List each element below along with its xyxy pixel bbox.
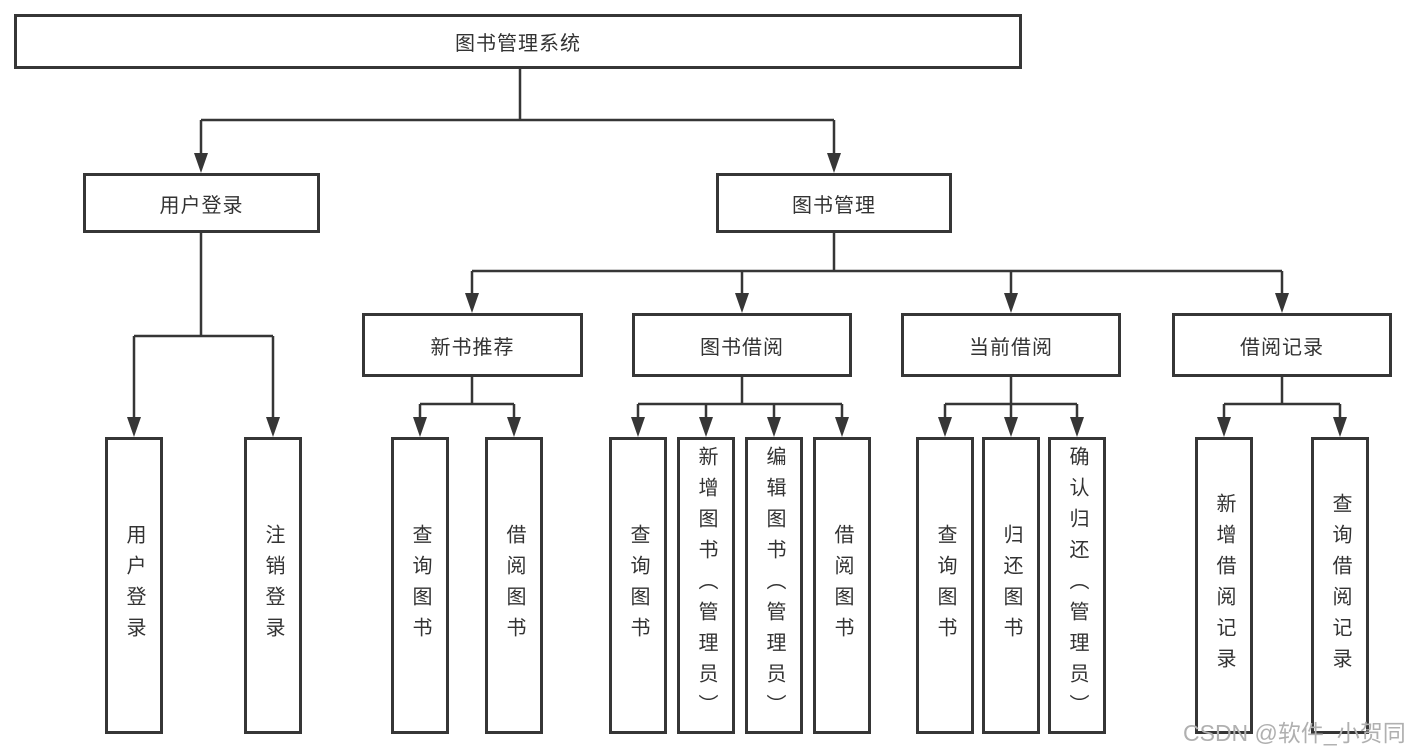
leaf-label: 查询图书 — [934, 523, 956, 648]
node-user-login: 用户登录 — [83, 173, 320, 233]
arrow-icon — [413, 417, 427, 437]
leaf-query-books-3: 查询图书 — [916, 437, 974, 734]
watermark: CSDN @软件_小贺同学 — [1183, 720, 1405, 746]
arrow-icon — [194, 153, 208, 173]
leaf-query-books-2: 查询图书 — [609, 437, 667, 734]
arrowheads — [127, 153, 1347, 437]
leaf-label: 查询借阅记录 — [1329, 492, 1351, 679]
leaf-label: 编辑图书（管理员） — [763, 446, 785, 725]
leaf-label: 查询图书 — [627, 523, 649, 648]
leaf-add-books-admin: 新增图书（管理员） — [677, 437, 735, 734]
arrow-icon — [1004, 293, 1018, 313]
arrow-icon — [827, 153, 841, 173]
leaf-logout: 注销登录 — [244, 437, 302, 734]
leaf-label: 归还图书 — [1000, 523, 1022, 648]
node-borrow-records: 借阅记录 — [1172, 313, 1392, 377]
arrow-icon — [266, 417, 280, 437]
node-book-management: 图书管理 — [716, 173, 952, 233]
leaf-borrow-books-2: 借阅图书 — [813, 437, 871, 734]
arrow-icon — [735, 293, 749, 313]
node-root: 图书管理系统 — [14, 14, 1022, 69]
arrow-icon — [127, 417, 141, 437]
arrow-icon — [465, 293, 479, 313]
arrow-icon — [1275, 293, 1289, 313]
leaf-query-borrow-record: 查询借阅记录 — [1311, 437, 1369, 734]
arrow-icon — [631, 417, 645, 437]
leaf-label: 用户登录 — [123, 523, 145, 648]
leaf-label: 新增借阅记录 — [1213, 492, 1235, 679]
arrow-icon — [938, 417, 952, 437]
node-new-book-recommend: 新书推荐 — [362, 313, 583, 377]
arrow-icon — [699, 417, 713, 437]
leaf-label: 注销登录 — [262, 523, 284, 648]
leaf-label: 借阅图书 — [503, 523, 525, 648]
leaf-return-books: 归还图书 — [982, 437, 1040, 734]
arrow-icon — [1217, 417, 1231, 437]
leaf-user-login: 用户登录 — [105, 437, 163, 734]
node-book-borrow: 图书借阅 — [632, 313, 852, 377]
leaf-borrow-books-1: 借阅图书 — [485, 437, 543, 734]
leaf-label: 新增图书（管理员） — [695, 446, 717, 725]
leaf-add-borrow-record: 新增借阅记录 — [1195, 437, 1253, 734]
leaf-confirm-return-admin: 确认归还（管理员） — [1048, 437, 1106, 734]
arrow-icon — [507, 417, 521, 437]
arrow-icon — [1070, 417, 1084, 437]
arrow-icon — [1333, 417, 1347, 437]
leaf-query-books-1: 查询图书 — [391, 437, 449, 734]
leaf-label: 查询图书 — [409, 523, 431, 648]
arrow-icon — [767, 417, 781, 437]
node-current-borrow: 当前借阅 — [901, 313, 1121, 377]
leaf-edit-books-admin: 编辑图书（管理员） — [745, 437, 803, 734]
arrow-icon — [835, 417, 849, 437]
tree-edges — [132, 69, 1342, 422]
leaf-label: 确认归还（管理员） — [1066, 446, 1088, 725]
leaf-label: 借阅图书 — [831, 523, 853, 648]
arrow-icon — [1004, 417, 1018, 437]
